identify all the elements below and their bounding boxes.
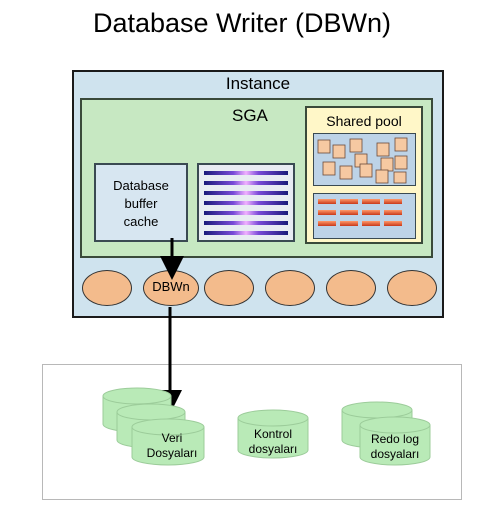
database-buffer-cache-label: Database buffer cache [113, 178, 169, 229]
control-files-label: Kontrol dosyaları [248, 427, 298, 456]
data-files-label: Veri Dosyaları [146, 431, 198, 460]
control-files-cylinder [237, 409, 309, 459]
background-process-1 [82, 270, 132, 306]
background-process-6 [387, 270, 437, 306]
background-process-5 [326, 270, 376, 306]
sga-label: SGA [232, 106, 268, 125]
database-buffer-cache-box [94, 163, 188, 242]
background-process-3 [204, 270, 254, 306]
instance-label: Instance [225, 74, 291, 93]
shared-pool-label: Shared pool [326, 113, 402, 129]
diagram-title: Database Writer (DBWn) [92, 8, 392, 38]
redo-log-files-label: Redo log dosyaları [370, 432, 420, 461]
redo-log-buffer-stripes [204, 171, 288, 235]
dbwn-label: DBWn [152, 279, 190, 294]
library-cache-sheets [317, 137, 408, 184]
background-process-4 [265, 270, 315, 306]
redo-log-files-cylinders [341, 401, 431, 466]
data-files-cylinders [102, 387, 205, 466]
dictionary-cache-bars [318, 199, 402, 226]
